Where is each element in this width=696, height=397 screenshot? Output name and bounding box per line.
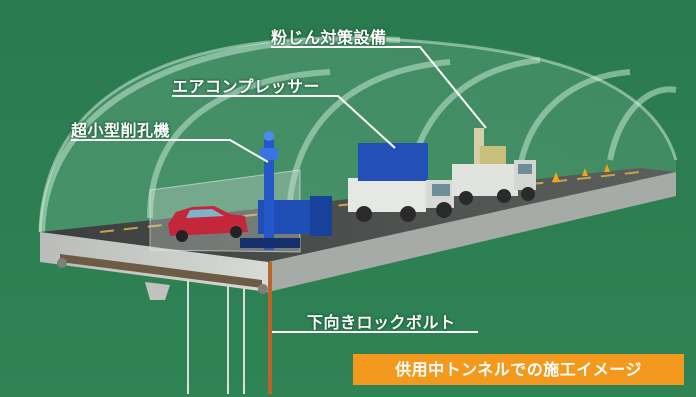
dust-control-truck <box>452 128 536 205</box>
drain-pipe-right <box>258 284 268 294</box>
red-car <box>168 206 248 242</box>
rock-bolt-label: 下向きロックボルト <box>307 313 456 332</box>
air-compressor-label: エアコンプレッサー <box>172 77 321 96</box>
leader-dust <box>271 46 487 129</box>
leader-lines <box>71 46 487 333</box>
caption-badge: 供用中トンネルでの施工イメージ <box>353 354 684 385</box>
dust-equipment-label: 粉じん対策設備 <box>271 28 387 47</box>
leader-drill <box>71 139 269 163</box>
traffic-cones <box>552 164 610 182</box>
footing <box>145 282 170 300</box>
drain-pipe <box>57 258 67 268</box>
slab-soil <box>60 254 262 288</box>
compressor-truck <box>348 143 454 222</box>
slab-side <box>268 172 676 292</box>
drill-machine <box>240 131 332 250</box>
leader-compressor <box>172 95 396 149</box>
drill-label: 超小型削孔機 <box>71 121 171 140</box>
tunnel-outline <box>38 36 678 233</box>
